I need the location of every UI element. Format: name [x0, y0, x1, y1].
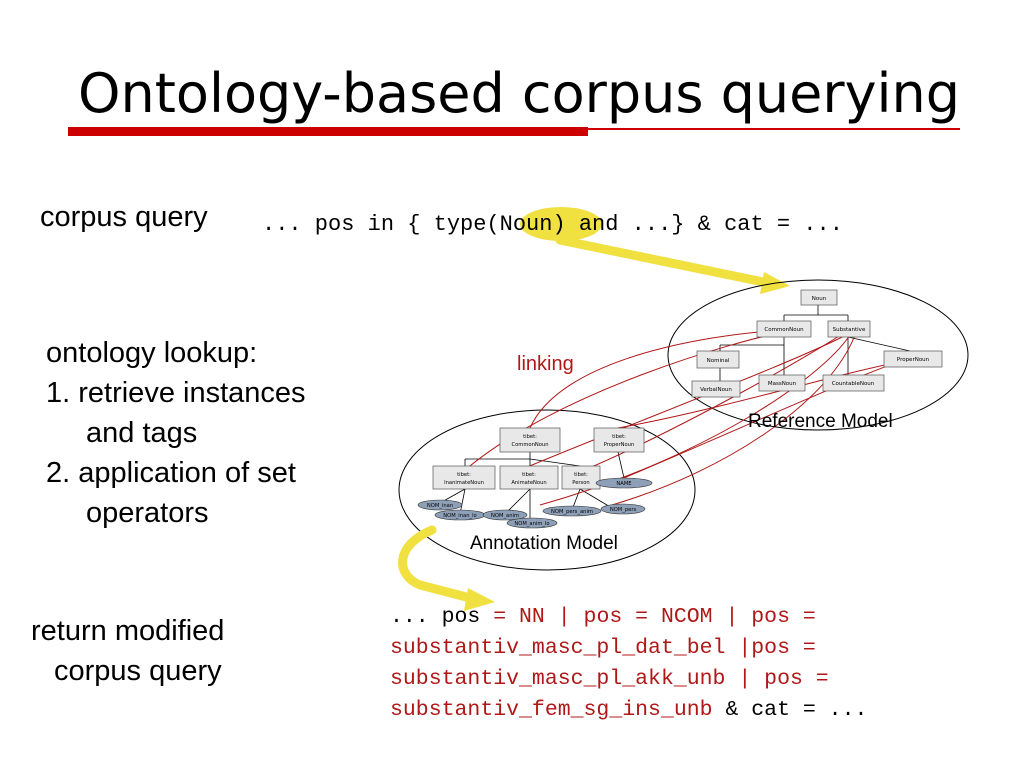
linking-label: linking	[517, 353, 574, 375]
svg-text:AnimateNoun: AnimateNoun	[511, 480, 546, 486]
result-line3: substantiv_masc_pl_akk_unb | pos =	[390, 667, 829, 691]
tag-nom-pers: NOM_pers	[600, 503, 646, 515]
svg-text:InanimateNoun: InanimateNoun	[444, 480, 484, 486]
tag-nom-anim-lo: NOM_anim_lo	[506, 517, 558, 529]
tag-nom-inan-lo: NOM_inan_lo	[434, 509, 486, 521]
tag-nom-inan: NOM_inan	[417, 499, 463, 511]
title-underline-thick	[68, 127, 588, 136]
node-substantive: Substantive	[827, 320, 871, 338]
lookup-arrow	[555, 235, 773, 288]
svg-text:NOM_pers_anim: NOM_pers_anim	[551, 509, 593, 515]
query-part-3: ) and ...} & cat = ...	[552, 212, 843, 237]
return-label-line2: corpus query	[54, 655, 222, 687]
svg-text:NOM_pers: NOM_pers	[610, 507, 637, 513]
tag-nom-pers-anim: NOM_pers_anim	[542, 505, 602, 517]
svg-text:tibet:: tibet:	[523, 434, 537, 440]
corpus-query-label: corpus query	[40, 201, 208, 233]
svg-text:tibet:: tibet:	[574, 472, 588, 478]
noun-highlight	[520, 207, 602, 241]
result-line2: substantiv_masc_pl_dat_bel |pos =	[390, 636, 816, 660]
annotation-nodes: tibet: CommonNoun tibet: ProperNoun tibe…	[417, 427, 653, 529]
svg-text:Nominal: Nominal	[707, 358, 730, 364]
return-arrow	[398, 525, 475, 603]
svg-text:tibet:: tibet:	[612, 434, 626, 440]
tag-nom-anim: NOM_anim	[482, 509, 528, 521]
lookup-step1-line1: 1. retrieve instances	[46, 377, 306, 409]
svg-text:Noun: Noun	[812, 296, 827, 302]
svg-text:ProperNoun: ProperNoun	[604, 442, 634, 448]
node-common-noun: CommonNoun	[756, 320, 812, 338]
svg-text:ProperNoun: ProperNoun	[897, 357, 930, 363]
node-nominal: Nominal	[696, 350, 740, 369]
node-tibet-common-noun: tibet: CommonNoun	[499, 427, 561, 453]
lookup-step1-line2: and tags	[86, 417, 198, 449]
svg-text:Substantive: Substantive	[833, 327, 866, 333]
reference-nodes: Noun CommonNoun Substantive Nominal Prop…	[691, 289, 943, 398]
title-underline-thin	[588, 128, 960, 130]
tag-name: NAME	[595, 477, 653, 489]
svg-text:NOM_inan: NOM_inan	[427, 503, 453, 509]
node-tibet-person: tibet: Person	[561, 465, 601, 490]
modified-query: ... pos = NN | pos = NCOM | pos = substa…	[390, 602, 867, 726]
svg-text:Person: Person	[572, 480, 589, 486]
node-proper-noun: ProperNoun	[883, 350, 943, 368]
query-part-1: ... pos in { type(	[262, 212, 500, 237]
svg-text:NOM_anim_lo: NOM_anim_lo	[514, 521, 549, 527]
result-line1-red: = NN | pos = NCOM | pos =	[480, 605, 816, 629]
annotation-model-label: Annotation Model	[470, 533, 618, 554]
annotation-model-ellipse	[398, 409, 696, 571]
svg-text:CommonNoun: CommonNoun	[512, 442, 549, 448]
svg-text:NOM_anim: NOM_anim	[491, 513, 519, 519]
svg-text:VerbalNoun: VerbalNoun	[700, 387, 732, 393]
reference-model-label: Reference Model	[748, 411, 893, 432]
return-arrowhead	[464, 588, 495, 611]
result-line4-red: substantiv_fem_sg_ins_unb	[390, 698, 713, 722]
node-tibet-proper-noun: tibet: ProperNoun	[593, 427, 645, 453]
lookup-step2-line1: 2. application of set	[46, 457, 296, 489]
svg-text:NOM_inan_lo: NOM_inan_lo	[443, 513, 476, 519]
svg-text:tibet:: tibet:	[522, 472, 536, 478]
lookup-heading: ontology lookup:	[46, 337, 258, 369]
svg-text:CountableNoun: CountableNoun	[832, 381, 875, 387]
slide-title: Ontology-based corpus querying	[78, 62, 961, 125]
node-mass-noun: MassNoun	[758, 374, 806, 392]
corpus-query-code: ... pos in { type(Noun) and ...} & cat =…	[262, 212, 843, 237]
svg-text:CommonNoun: CommonNoun	[764, 327, 804, 333]
svg-text:tibet:: tibet:	[457, 472, 471, 478]
svg-text:NAME: NAME	[616, 481, 631, 487]
query-noun: Noun	[499, 212, 553, 237]
return-label-line1: return modified	[31, 615, 225, 647]
svg-text:MassNoun: MassNoun	[768, 381, 797, 387]
node-noun: Noun	[800, 289, 838, 306]
node-countable-noun: CountableNoun	[822, 374, 885, 392]
result-line1-black: ... pos	[390, 605, 481, 629]
node-tibet-inanimate-noun: tibet: InanimateNoun	[432, 465, 496, 490]
lookup-step2-line2: operators	[86, 497, 209, 529]
result-line4-black: & cat = ...	[712, 698, 868, 722]
node-tibet-animate-noun: tibet: AnimateNoun	[499, 465, 559, 490]
node-verbal-noun: VerbalNoun	[691, 380, 741, 398]
reference-model-ellipse	[667, 279, 969, 431]
reference-edges	[719, 305, 911, 381]
